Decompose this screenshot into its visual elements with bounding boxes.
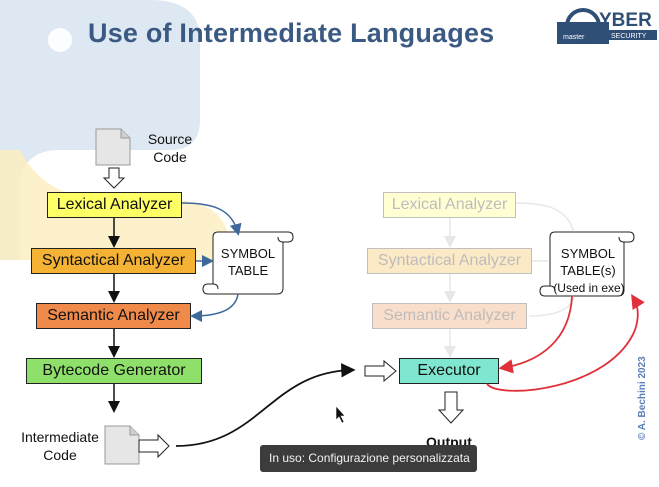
semantic-analyzer-box-faded: Semantic Analyzer bbox=[372, 303, 527, 329]
executor-input-hollow-arrow bbox=[364, 359, 397, 383]
intermediate-hollow-arrow bbox=[138, 433, 170, 459]
executor-output-hollow-arrow bbox=[437, 391, 465, 424]
source-label-1: Source bbox=[147, 131, 193, 147]
intermediate-label-1: Intermediate bbox=[21, 429, 99, 445]
symbol-table-label-2: TABLE bbox=[227, 263, 269, 278]
intermediate-label-2: Code bbox=[43, 447, 77, 463]
intermediate-code-document-icon bbox=[104, 425, 140, 465]
logo-sub-left: master bbox=[563, 34, 585, 41]
lexical-analyzer-box-faded: Lexical Analyzer bbox=[383, 192, 516, 218]
semantic-analyzer-box: Semantic Analyzer bbox=[36, 303, 191, 329]
syntactical-analyzer-box-faded: Syntactical Analyzer bbox=[367, 248, 532, 274]
syntactical-analyzer-box: Syntactical Analyzer bbox=[31, 248, 196, 274]
bytecode-generator-box: Bytecode Generator bbox=[26, 358, 202, 384]
slide-title: Use of Intermediate Languages bbox=[88, 18, 495, 48]
copyright-text: © A. Bechini 2023 bbox=[637, 356, 648, 440]
symbol-tables-label-2: TABLE(s) bbox=[560, 263, 616, 278]
status-tooltip: In uso: Configurazione personalizzata bbox=[260, 445, 477, 472]
cyber-security-logo: YBER master SECURITY bbox=[557, 8, 657, 44]
symbol-tables-label-1: SYMBOL bbox=[560, 246, 616, 261]
mouse-cursor-icon bbox=[335, 405, 346, 424]
symbol-tables-label-3: (Used in exe) bbox=[553, 281, 625, 295]
lexical-analyzer-box: Lexical Analyzer bbox=[47, 192, 182, 218]
logo-main-text: YBER bbox=[599, 10, 652, 31]
source-label-2: Code bbox=[153, 149, 187, 165]
logo-sub-right: SECURITY bbox=[611, 33, 647, 40]
symbol-table-scroll bbox=[202, 231, 294, 295]
source-document-icon bbox=[95, 128, 131, 166]
executor-box: Executor bbox=[399, 358, 499, 384]
symbol-table-label-1: SYMBOL bbox=[220, 246, 276, 261]
symbol-tables-scroll bbox=[539, 231, 635, 297]
intermediate-to-executor-curve bbox=[175, 363, 356, 447]
